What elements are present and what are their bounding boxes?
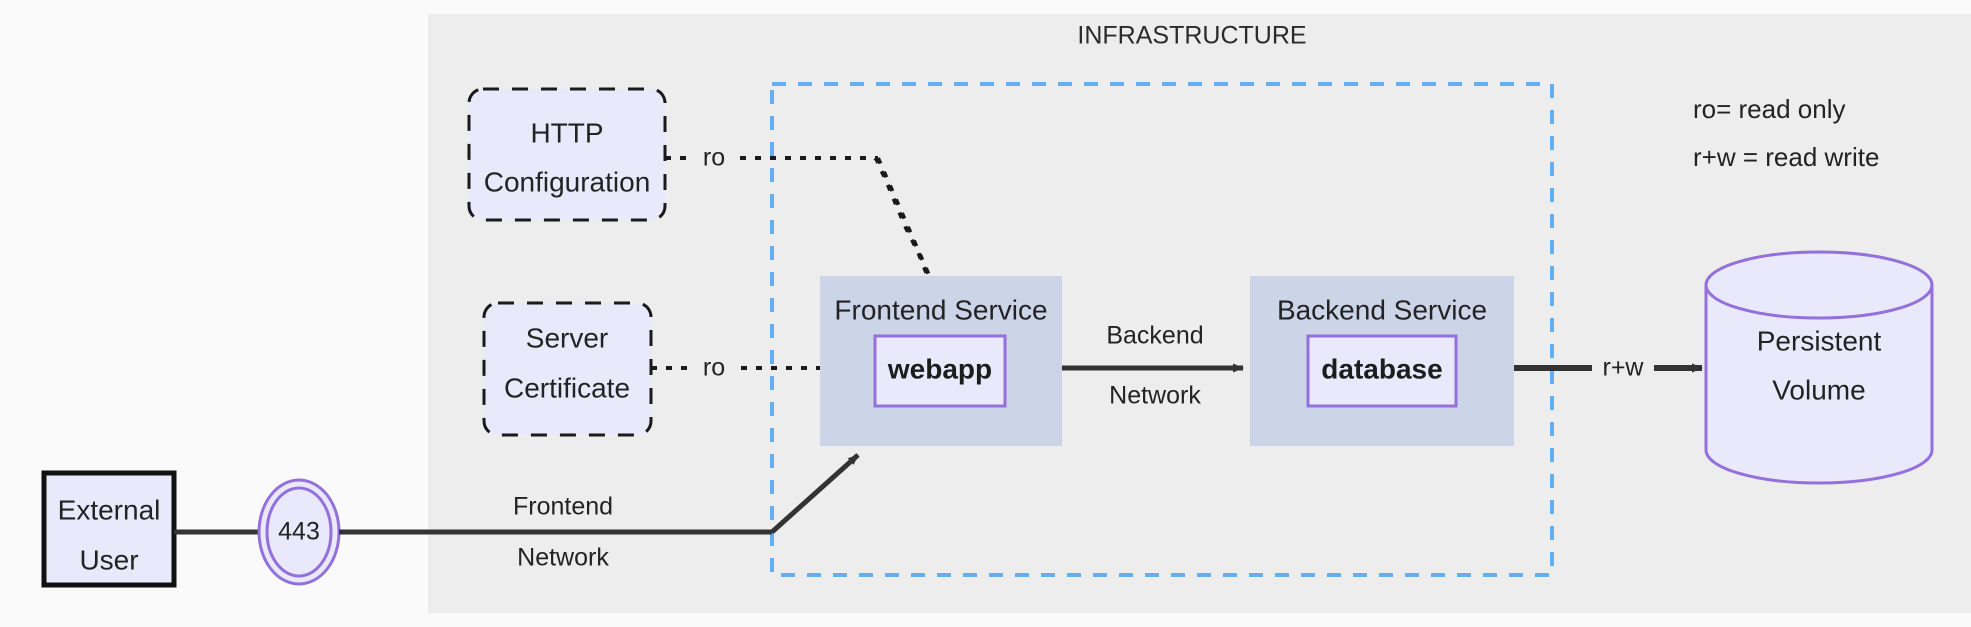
backend-service-title: Backend Service: [1277, 294, 1487, 325]
server-certificate-line1: Server: [526, 322, 608, 353]
edge-label-bg-rw: [1592, 352, 1654, 384]
edge-label-bg-ro-cert: [692, 353, 736, 383]
port-443-label: 443: [278, 518, 320, 546]
edge-label-frontend-network-line2: Network: [517, 544, 609, 572]
persistent-volume-line2: Volume: [1772, 374, 1865, 405]
legend-line-ro: ro= read only: [1693, 94, 1845, 124]
edge-label-frontend-network-line1: Frontend: [513, 493, 613, 521]
edge-label-bg-backend-1: [1098, 320, 1210, 352]
edge-label-ro-http: ro: [703, 144, 725, 172]
component-database[interactable]: [1306, 334, 1458, 408]
edge-label-bg-frontend-2: [500, 542, 625, 574]
infrastructure-title: INFRASTRUCTURE: [1077, 22, 1306, 50]
http-configuration-line2: Configuration: [484, 166, 651, 197]
edge-label-backend-network-line2: Network: [1109, 382, 1201, 410]
edge-label-ro-cert: ro: [703, 354, 725, 382]
component-webapp[interactable]: [873, 334, 1007, 408]
component-webapp-label: webapp: [887, 353, 992, 384]
network-boundary: [770, 82, 1554, 577]
server-certificate-line2: Certificate: [504, 372, 630, 403]
external-user-line2: User: [79, 544, 138, 575]
edge-label-rw: r+w: [1603, 354, 1645, 382]
node-port-443[interactable]: [257, 478, 341, 586]
edge-label-bg-ro-http: [692, 143, 736, 173]
external-user-line1: External: [58, 494, 161, 525]
node-persistent-volume[interactable]: [1704, 250, 1934, 485]
edge-frontend-network-diagonal: [770, 453, 860, 534]
node-external-user[interactable]: [41, 470, 177, 588]
edge-label-backend-network-line1: Backend: [1106, 322, 1203, 350]
http-configuration-line1: HTTP: [530, 117, 603, 148]
node-http-configuration[interactable]: [467, 87, 667, 222]
edge-label-bg-frontend-1: [500, 491, 625, 523]
component-database-label: database: [1321, 353, 1442, 384]
legend-line-rw: r+w = read write: [1693, 142, 1879, 172]
frontend-service-title: Frontend Service: [834, 294, 1047, 325]
persistent-volume-line1: Persistent: [1757, 325, 1882, 356]
edge-label-bg-backend-2: [1098, 380, 1210, 412]
